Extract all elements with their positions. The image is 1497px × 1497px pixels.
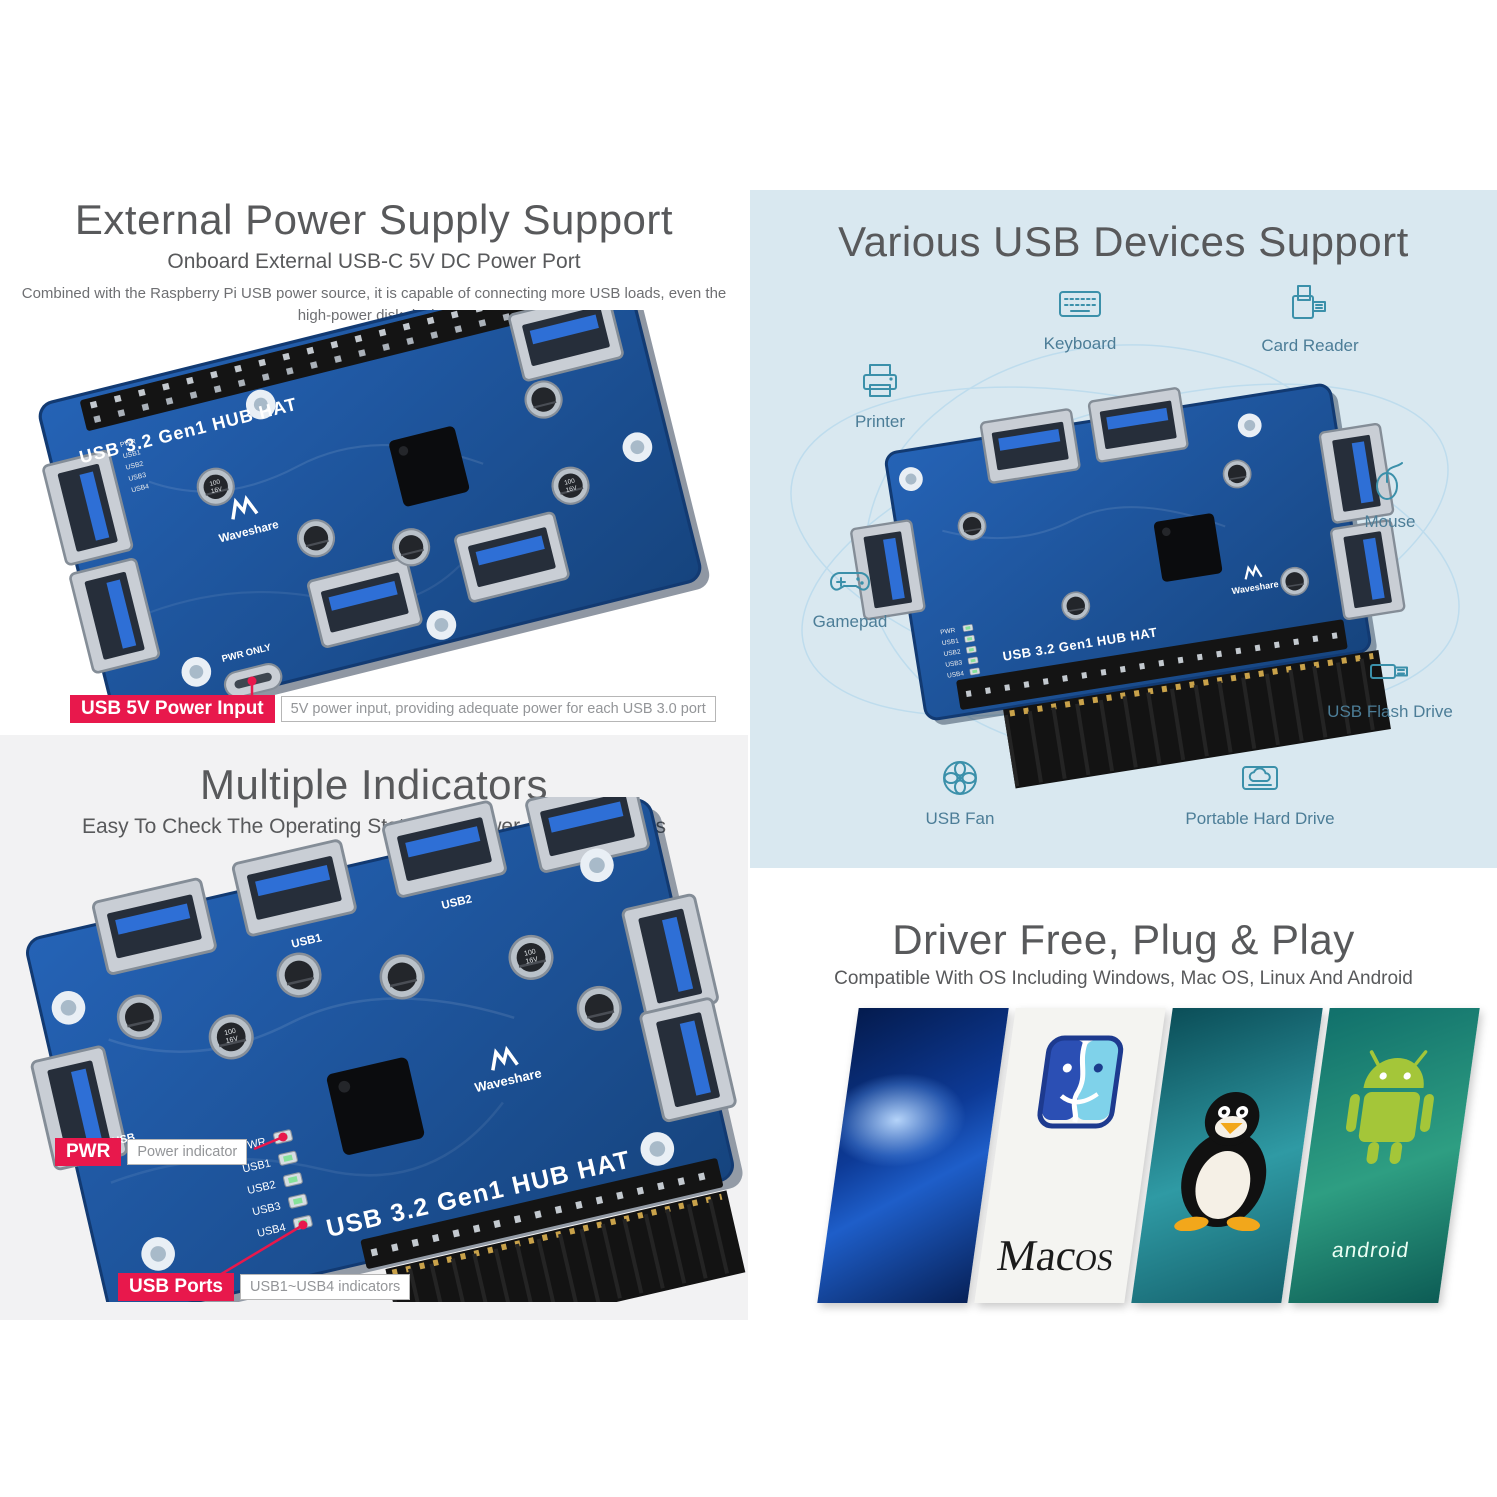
status-led: [965, 645, 977, 654]
trace-lines: [108, 997, 515, 1053]
status-led: [967, 656, 979, 665]
linux-tux-logo: [1174, 1091, 1267, 1231]
usb-port: [1329, 518, 1407, 621]
gpio-header: [956, 619, 1348, 710]
indicators-section-title: Multiple Indicators: [200, 761, 548, 808]
socket-pins: [1009, 652, 1374, 717]
power-section-subtitle: Onboard External USB-C 5V DC Power Port: [167, 250, 581, 273]
capacitor-label: 100: [524, 948, 537, 957]
hub-controller-chip: [1153, 512, 1223, 583]
capacitor-label: 16V: [525, 956, 539, 966]
device-card-reader: Card Reader: [1245, 282, 1375, 356]
usb-hub-board: USB1 USB2 USB 100 16V 100 16V Wa: [26, 797, 746, 1302]
capacitor-label: 16V: [565, 484, 578, 494]
devices-section-title: Various USB Devices Support: [838, 218, 1409, 265]
usb-flash-drive-icon: [1367, 648, 1413, 694]
device-keyboard: Keyboard: [1020, 280, 1140, 354]
indicator-label: USB4: [947, 670, 965, 680]
status-led: [962, 623, 974, 632]
status-led: [969, 667, 981, 676]
capacitor-label: 100: [224, 1028, 237, 1037]
os-panel-mac: MacOS: [974, 1008, 1166, 1303]
os-panels: MacOS: [817, 1008, 1480, 1303]
portable-hard-drive-icon: [1237, 755, 1283, 801]
callout-note: 5V power input, providing adequate power…: [280, 696, 716, 722]
usb-port: [1087, 386, 1190, 464]
os-panel-android: android: [1288, 1008, 1480, 1303]
capacitor-label: 16V: [225, 1035, 239, 1045]
device-usb-fan: USB Fan: [900, 755, 1020, 829]
indicator-label: PWR: [119, 438, 136, 449]
usb-fan-icon: [937, 755, 983, 801]
mac-os-logo: [1037, 1035, 1124, 1129]
printer-icon: [857, 358, 903, 404]
gamepad-icon: [827, 558, 873, 604]
android-wordmark: android: [1330, 1239, 1411, 1262]
device-usb-flash-drive: USB Flash Drive: [1310, 648, 1470, 722]
indicator-label: USB2: [943, 648, 961, 658]
board-photo-power: PWR ONLY 100 16V 100 16V Waveshare USB 3…: [38, 310, 710, 705]
pwr-callout: PWR Power indicator: [55, 1138, 248, 1166]
indicator-label: USB3: [128, 472, 147, 483]
os-section-title: Driver Free, Plug & Play: [892, 916, 1355, 963]
usb-hub-board: PWR USB1 USB2 USB3 USB4 USB 3.2 Gen1 HUB…: [849, 383, 1407, 789]
callout-label-pwr: PWR: [55, 1138, 122, 1166]
device-gamepad: Gamepad: [785, 558, 915, 632]
board-photo-indicators: USB1 USB2 USB 100 16V 100 16V Wa: [26, 797, 746, 1302]
device-mouse: Mouse: [1335, 458, 1445, 532]
keyboard-icon: [1057, 280, 1103, 326]
callout-label-usb-5v-power-input: USB 5V Power Input: [70, 695, 275, 723]
usb-hub-board: PWR ONLY 100 16V 100 16V Waveshare USB 3…: [38, 310, 710, 705]
trace-lines: [942, 506, 1226, 540]
pin-row: [965, 631, 1341, 698]
callout-label-usb-ports: USB Ports: [118, 1273, 234, 1301]
power-callout: USB 5V Power Input 5V power input, provi…: [70, 695, 716, 723]
gpio-socket: [385, 1190, 746, 1302]
capacitor-label: 16V: [210, 486, 223, 496]
mac-os-wordmark: MacOS: [994, 1231, 1116, 1280]
device-printer: Printer: [820, 358, 940, 432]
socket-pins: [391, 1193, 723, 1276]
device-portable-hard-drive: Portable Hard Drive: [1150, 755, 1370, 829]
android-robot-logo: [1345, 1050, 1434, 1164]
indicator-label: USB2: [125, 460, 144, 471]
indicator-label: USB4: [131, 483, 150, 494]
power-section-title: External Power Supply Support: [74, 196, 674, 243]
indicator-label: PWR: [940, 627, 956, 636]
section-driver-free: Driver Free, Plug & Play Compatible With…: [750, 868, 1497, 1368]
section-usb-devices: Various USB Devices Support: [750, 190, 1497, 868]
os-panel-linux: [1131, 1008, 1323, 1303]
card-reader-icon: [1287, 282, 1333, 328]
callout-note: USB1~USB4 indicators: [239, 1274, 411, 1300]
os-section-subtitle: Compatible With OS Including Windows, Ma…: [834, 968, 1413, 989]
gpio-header: [360, 1158, 723, 1269]
usb-port: [979, 407, 1082, 485]
callout-note: Power indicator: [127, 1139, 248, 1165]
usb-ports-callout: USB Ports USB1~USB4 indicators: [118, 1273, 411, 1301]
indicator-label: USB1: [942, 638, 960, 648]
section-external-power: External Power Supply Support Onboard Ex…: [0, 0, 748, 735]
capacitor-label: 100: [209, 478, 221, 487]
indicator-label: USB1: [122, 449, 141, 460]
capacitor-label: 100: [564, 477, 576, 486]
indicator-label: USB3: [945, 659, 963, 669]
section-multiple-indicators: Multiple Indicators Easy To Check The Op…: [0, 735, 748, 1320]
board-photo-devices: PWR USB1 USB2 USB3 USB4 USB 3.2 Gen1 HUB…: [849, 383, 1407, 789]
status-led: [964, 634, 976, 643]
mouse-icon: [1367, 458, 1413, 504]
